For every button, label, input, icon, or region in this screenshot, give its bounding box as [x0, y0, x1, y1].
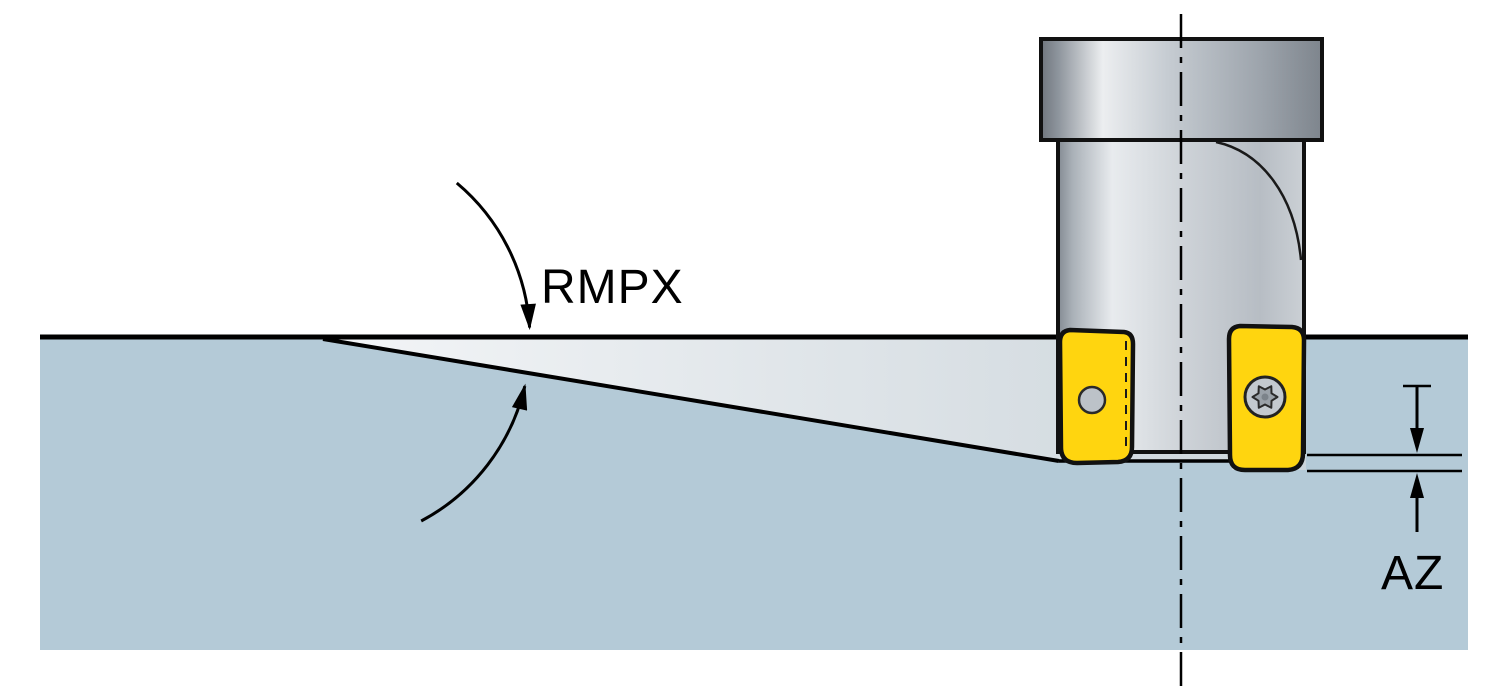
az-arrow-up-icon	[1410, 473, 1424, 498]
az-arrow-down-icon	[1410, 428, 1424, 453]
axial-depth-label: AZ	[1381, 547, 1444, 600]
ramp-angle-arc-lower	[420, 383, 528, 523]
torx-center-dot	[1261, 393, 1269, 401]
ramp-angle-arc-upper	[455, 181, 536, 331]
insert-screw-left	[1077, 385, 1107, 415]
ramp-angle-label: RMPX	[541, 261, 684, 314]
flute-curve-detail	[1215, 140, 1303, 261]
ramp-slope-line	[322, 337, 1060, 463]
